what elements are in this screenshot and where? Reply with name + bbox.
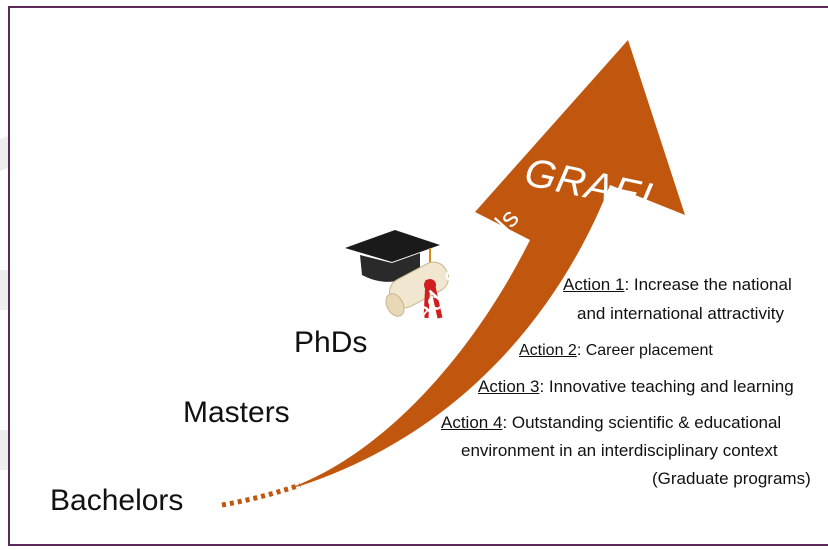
action-1-tag: Action 1 xyxy=(563,275,625,294)
diploma-scroll-icon xyxy=(385,261,449,319)
action-2-text: : Career placement xyxy=(576,342,713,359)
action-1-continuation: and international attractivity xyxy=(577,304,784,323)
action-4-continuation: environment in an interdisciplinary cont… xyxy=(461,441,778,460)
action-2-tag: Action 2 xyxy=(519,342,577,359)
action-3-tag: Action 3 xyxy=(478,377,540,396)
action-1: Action 1: Increase the national xyxy=(563,275,792,295)
action-2: Action 2: Career placement xyxy=(519,342,713,360)
level-masters: Masters xyxy=(183,396,290,429)
action-4-continuation-2: (Graduate programs) xyxy=(652,469,811,488)
action-1-text: : Increase the national xyxy=(624,275,792,294)
level-bachelors: Bachelors xyxy=(50,484,184,517)
action-3: Action 3: Innovative teaching and learni… xyxy=(478,377,794,397)
action-4-tag: Action 4 xyxy=(441,413,503,432)
level-phds: PhDs xyxy=(294,326,368,359)
action-3-text: : Innovative teaching and learning xyxy=(539,377,794,396)
arrow-tail-dashes xyxy=(221,482,301,508)
arrow-body xyxy=(290,40,685,488)
action-4-text: : Outstanding scientific & educational xyxy=(502,413,782,432)
action-4: Action 4: Outstanding scientific & educa… xyxy=(441,413,781,433)
